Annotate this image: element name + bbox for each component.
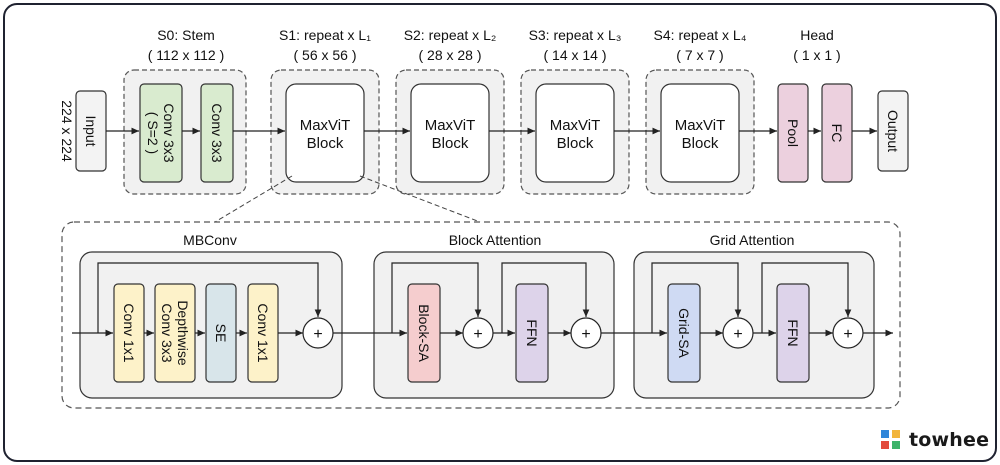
maxvit-block-s1-line2: Block	[307, 135, 344, 152]
stem-conv-label: Conv 3x3	[209, 103, 225, 162]
zoom-line-left	[214, 175, 293, 223]
maxvit-block-s3-line2: Block	[557, 135, 594, 152]
maxvit-block-s4	[660, 83, 740, 183]
mbconv-se-label: SE	[213, 324, 229, 343]
stage-s2-title: S2: repeat x L₂	[404, 27, 497, 43]
stage-s0-title: S0: Stem	[157, 27, 215, 43]
mbconv-depthwise-label-1: Depthwise	[175, 300, 191, 366]
skip-grid-ffn	[761, 262, 852, 333]
stage-s3-size: ( 14 x 14 )	[543, 47, 606, 63]
block-sa-label: Block-SA	[416, 304, 432, 362]
stage-s3-title: S3: repeat x L₃	[529, 27, 622, 43]
maxvit-block-s3-line1: MaxViT	[550, 117, 601, 134]
grid-ffn-label: FFN	[785, 319, 801, 346]
maxvit-block-s2-line1: MaxViT	[425, 117, 476, 134]
stage-s1-size: ( 56 x 56 )	[293, 47, 356, 63]
input-label: Input	[83, 115, 99, 146]
output-label: Output	[885, 110, 901, 152]
stage-s0-size: ( 112 x 112 )	[148, 47, 225, 63]
maxvit-block-s4-line1: MaxViT	[675, 117, 726, 134]
maxvit-block-s3	[535, 83, 615, 183]
pool-label: Pool	[785, 119, 801, 147]
add-node-block-sa	[462, 317, 494, 349]
stage-head-title: Head	[800, 27, 833, 43]
zoom-line-right	[359, 175, 481, 223]
stem-conv-stride2-sublabel: ( S=2 )	[145, 112, 161, 154]
maxvit-block-s4-line2: Block	[682, 135, 719, 152]
skip-mbconv	[97, 262, 322, 333]
towhee-brand: towhee	[881, 428, 989, 452]
mbconv-depthwise-label-2: Conv 3x3	[159, 303, 175, 362]
grid-attention-title: Grid Attention	[710, 232, 795, 248]
towhee-logo-icon	[881, 430, 901, 450]
maxvit-block-s1-line1: MaxViT	[300, 117, 351, 134]
fc-label: FC	[829, 124, 845, 143]
maxvit-block-s2	[410, 83, 490, 183]
add-symbol-3: +	[581, 326, 590, 343]
maxvit-block-detail-panel	[61, 221, 901, 409]
add-symbol-4: +	[733, 326, 742, 343]
output-box	[877, 90, 909, 172]
add-node-mbconv	[302, 317, 334, 349]
block-attention-title: Block Attention	[449, 232, 542, 248]
mbconv-title: MBConv	[183, 232, 237, 248]
stem-conv-box	[200, 83, 234, 183]
add-node-block-ffn	[570, 317, 602, 349]
add-node-grid-sa	[722, 317, 754, 349]
mbconv-conv1x1-a-label: Conv 1x1	[121, 303, 137, 362]
pool-box	[777, 83, 809, 183]
skip-block-ffn	[501, 262, 590, 333]
stage-s1-title: S1: repeat x L₁	[279, 27, 371, 43]
add-symbol-1: +	[313, 326, 322, 343]
add-symbol-5: +	[843, 326, 852, 343]
input-size-label: 224 x 224	[59, 100, 75, 162]
stage-s4-title: S4: repeat x L₄	[654, 27, 747, 43]
add-node-grid-ffn	[832, 317, 864, 349]
maxvit-block-s1	[285, 83, 365, 183]
fc-box	[821, 83, 853, 183]
skip-block-sa	[391, 262, 482, 333]
skip-grid-sa	[651, 262, 742, 333]
towhee-brand-name: towhee	[909, 429, 990, 451]
stage-head-size: ( 1 x 1 )	[793, 47, 840, 63]
stem-conv-stride2-label: Conv 3x3	[161, 103, 177, 162]
maxvit-block-s2-line2: Block	[432, 135, 469, 152]
stem-conv-stride2-box	[139, 83, 183, 183]
add-symbol-2: +	[473, 326, 482, 343]
block-ffn-label: FFN	[524, 319, 540, 346]
stage-s4-size: ( 7 x 7 )	[676, 47, 723, 63]
stage-s2-size: ( 28 x 28 )	[418, 47, 481, 63]
grid-sa-label: Grid-SA	[676, 308, 692, 358]
mbconv-conv1x1-b-label: Conv 1x1	[255, 303, 271, 362]
